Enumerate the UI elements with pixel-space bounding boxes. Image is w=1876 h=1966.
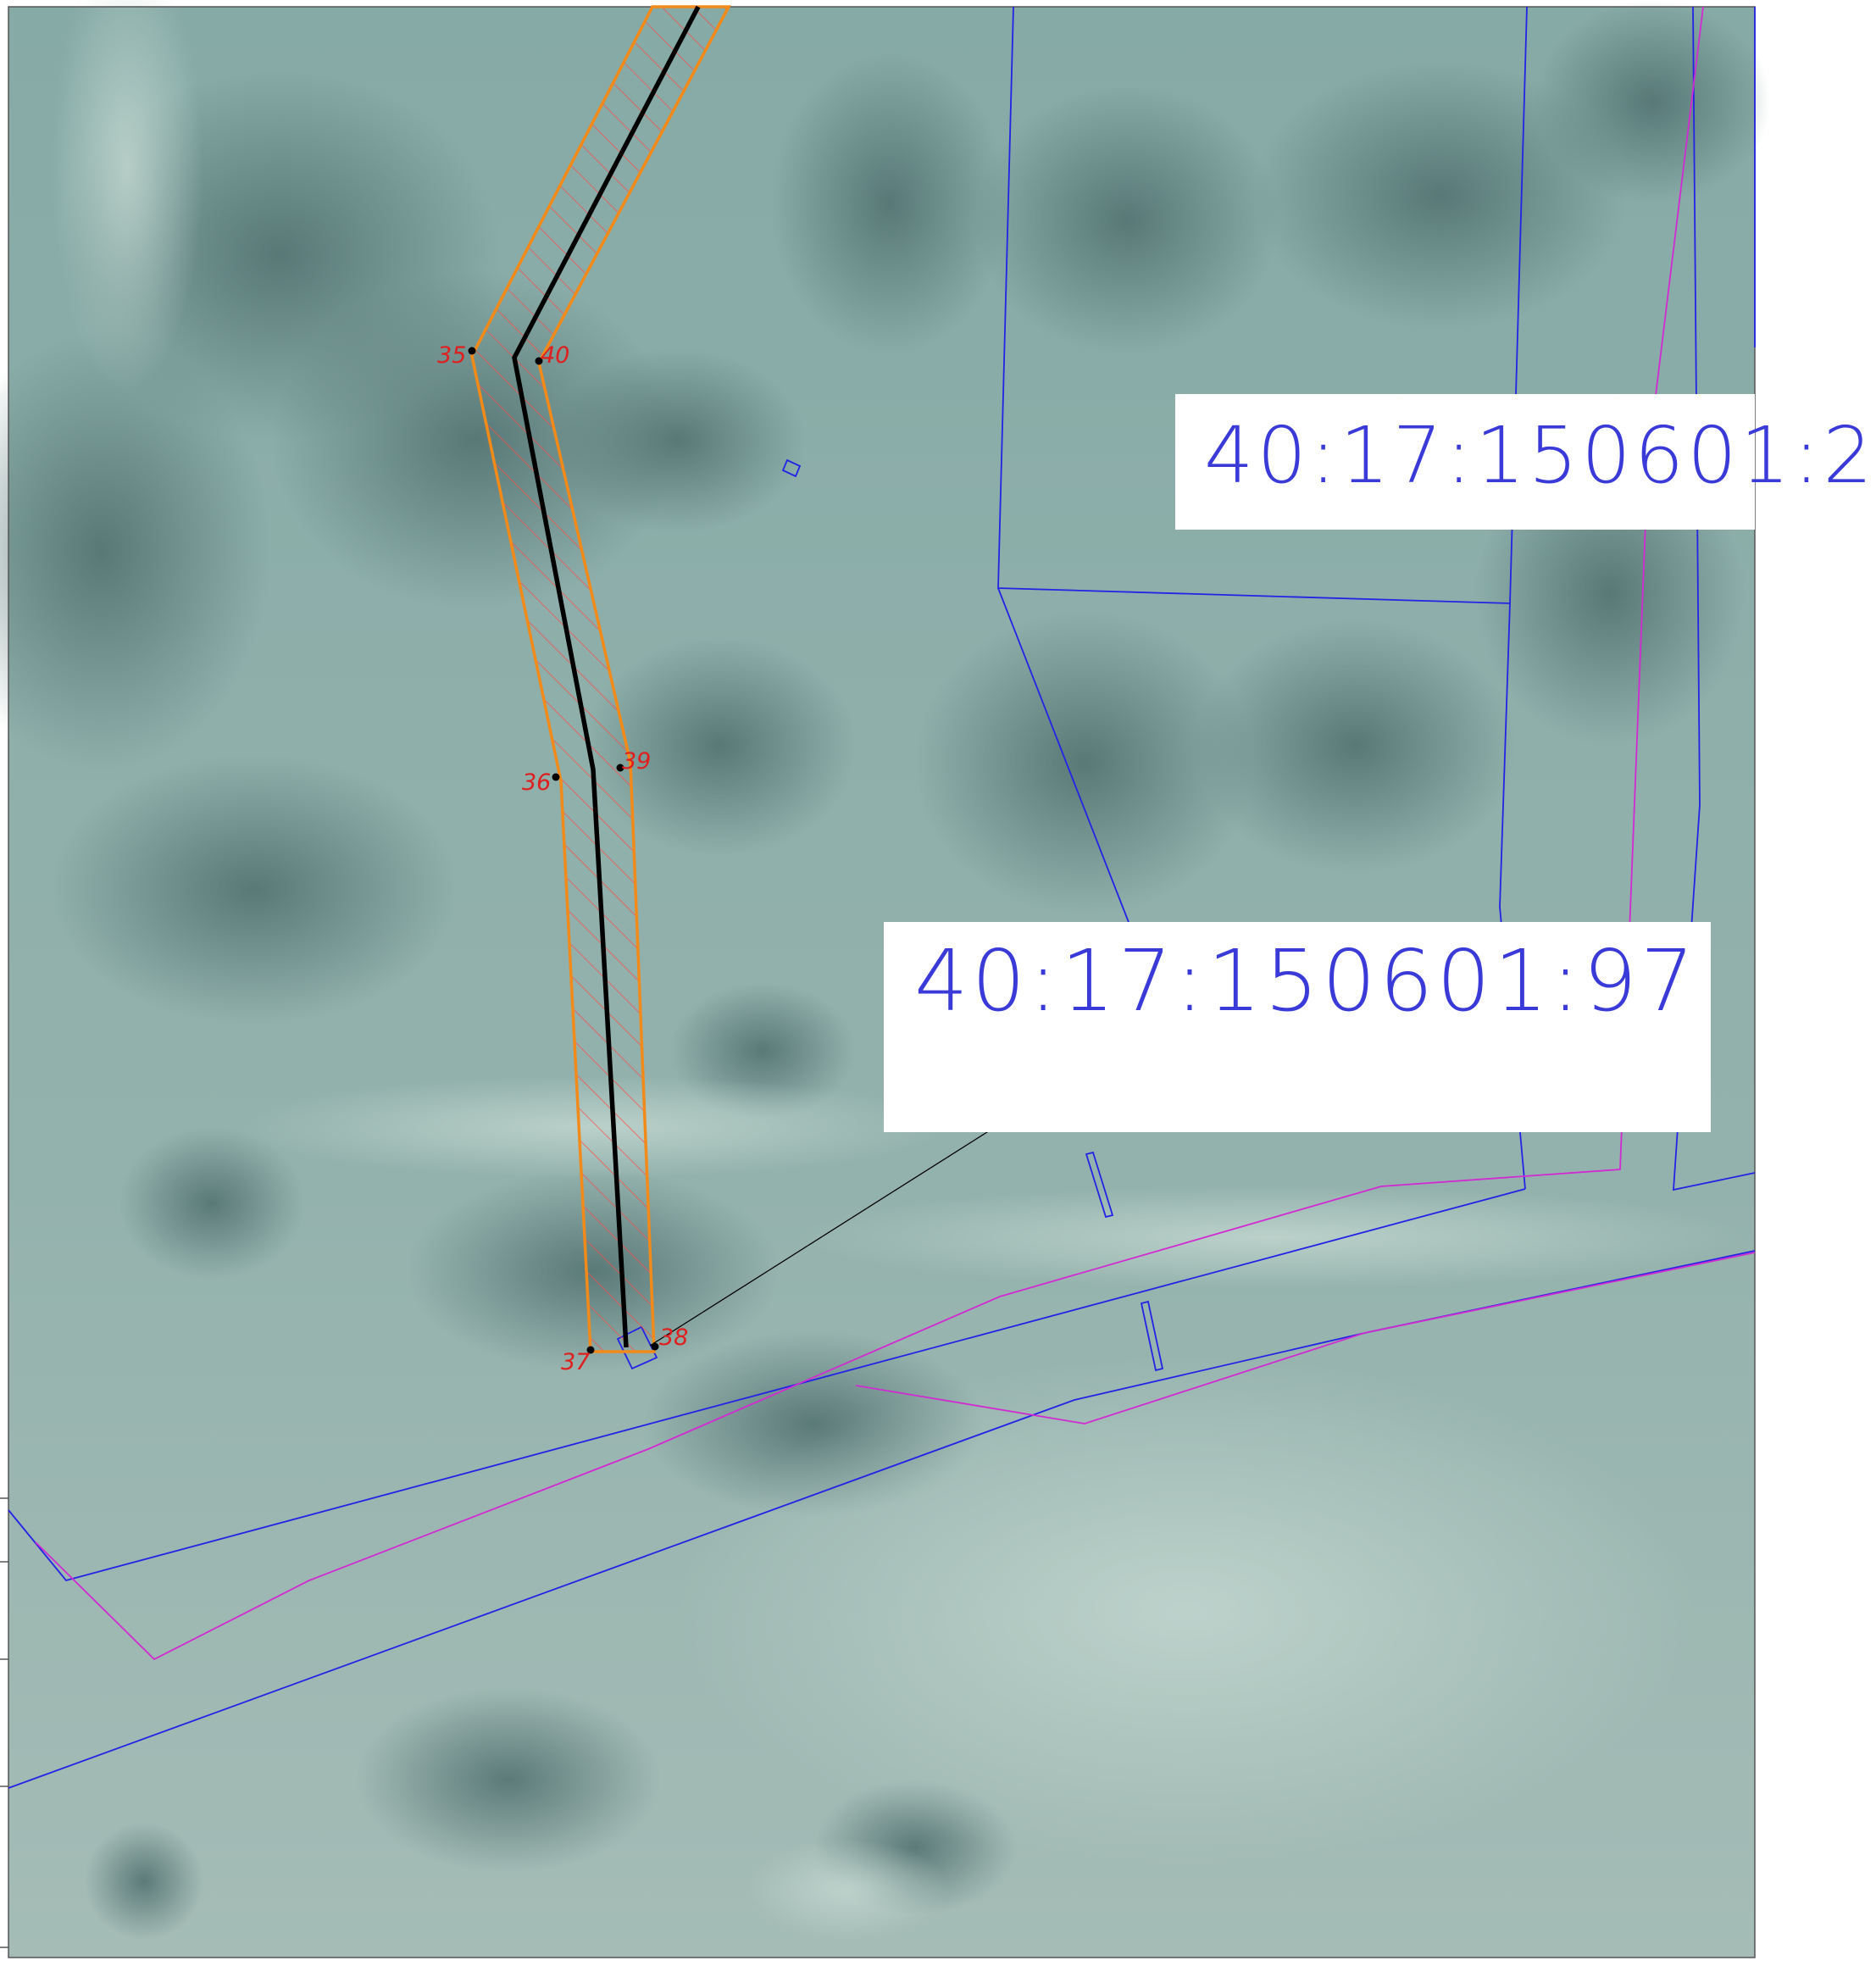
zone-boundaries [35, 6, 1756, 1661]
vertex-38 [651, 1342, 659, 1351]
pipeline-corridor [470, 5, 731, 1353]
vertex-label-35: 35 [437, 342, 466, 369]
parcel-label-lower: 40:17:150601:97 [884, 922, 1711, 1132]
vertex-label-37: 37 [561, 1349, 590, 1375]
parcel-number-lower: 40:17:150601:97 [914, 931, 1698, 1030]
vertex-label-38: 38 [659, 1325, 688, 1351]
vertex-36 [552, 773, 560, 781]
vertex-markers [468, 347, 659, 1354]
parcel-number-upper: 40:17:150601:2 [1204, 410, 1876, 501]
vertex-39 [616, 764, 624, 772]
vertex-label-40: 40 [541, 342, 569, 369]
vertex-label-36: 36 [522, 769, 551, 796]
vertex-35 [468, 347, 476, 355]
vertex-labels: 35 40 39 36 37 38 [437, 342, 688, 1375]
vertex-37 [586, 1346, 595, 1354]
vertex-40 [535, 357, 543, 365]
parcel-label-upper: 40:17:150601:2 [1175, 394, 1873, 530]
vertex-label-39: 39 [622, 748, 651, 775]
sheet-frame [0, 6, 1756, 1958]
